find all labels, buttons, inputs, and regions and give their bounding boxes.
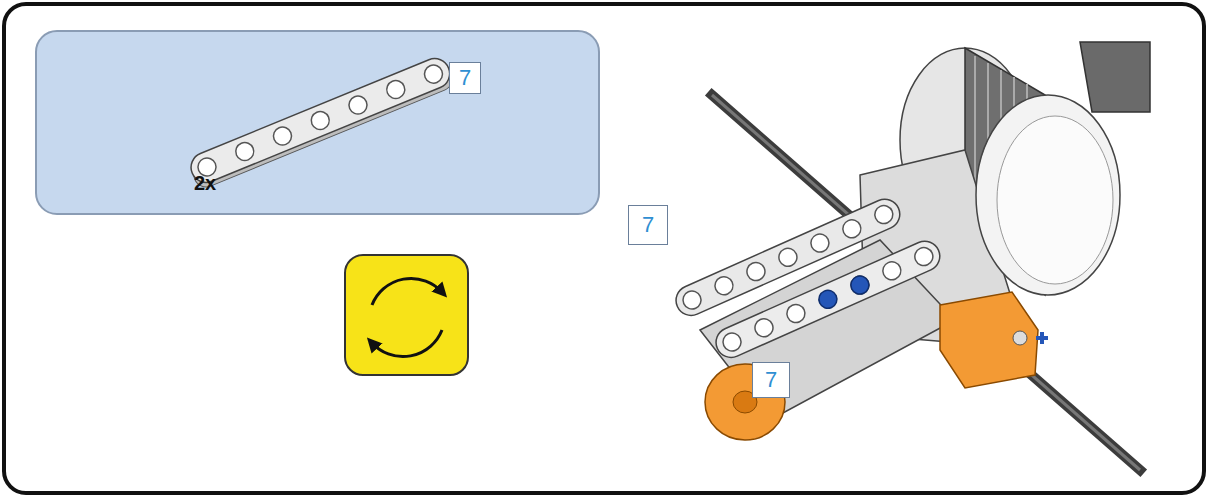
orange-cam bbox=[705, 364, 785, 440]
parts-panel: 2x 7 bbox=[35, 30, 600, 215]
callout-number: 7 bbox=[459, 66, 471, 90]
frame bbox=[4, 4, 1204, 493]
beam-part bbox=[37, 32, 602, 217]
quantity-label: 2x bbox=[194, 172, 216, 194]
beam bbox=[711, 236, 944, 362]
callout-box: 7 bbox=[752, 362, 790, 398]
callout-box: 7 bbox=[449, 62, 481, 94]
rotate-icon bbox=[345, 255, 468, 375]
callout-box: 7 bbox=[628, 205, 668, 245]
callout-number: 7 bbox=[642, 213, 654, 237]
orange-connector bbox=[940, 292, 1048, 388]
callout-number: 7 bbox=[765, 368, 777, 392]
